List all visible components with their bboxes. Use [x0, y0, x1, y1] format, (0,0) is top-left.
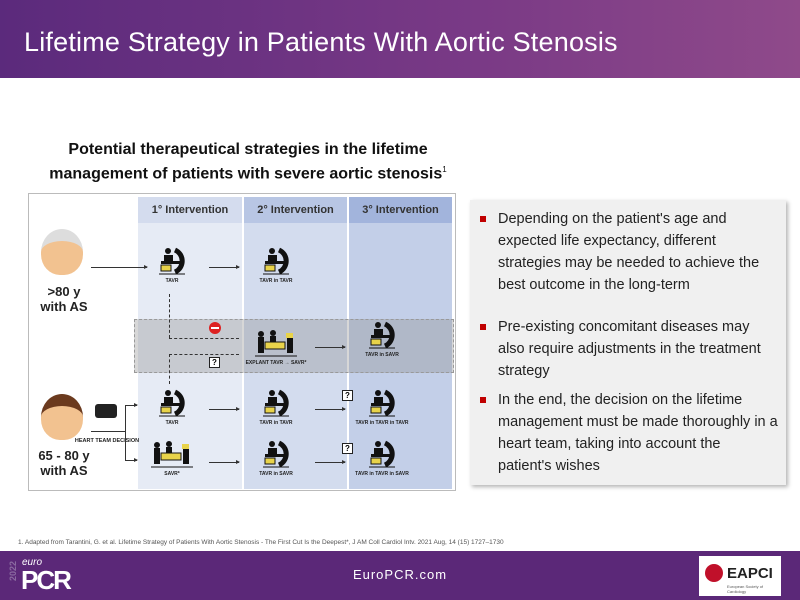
connector	[125, 405, 126, 461]
no-entry-icon	[209, 322, 221, 334]
procedure-label: EXPLANT TAVR → SAVR*	[245, 360, 307, 366]
cath-lab-icon	[155, 388, 189, 418]
middle-aged-patient-icon	[41, 394, 83, 440]
cath-lab-icon	[259, 246, 293, 276]
cath-lab-icon	[259, 439, 293, 469]
cath-lab-icon	[365, 320, 399, 350]
surgery-icon	[253, 328, 297, 358]
question-icon: ?	[209, 357, 220, 368]
column-header-3: 3° Intervention	[349, 197, 452, 223]
heart-team-label: HEART TEAM DECISION	[74, 438, 140, 444]
strategy-figure: 1° Intervention 2° Intervention 3° Inter…	[28, 193, 456, 491]
cath-lab-icon	[259, 388, 293, 418]
heart-logo-icon	[705, 564, 723, 582]
procedure-label: TAVR in SAVR	[365, 352, 399, 358]
procedure-label: SAVR*	[164, 471, 180, 477]
arrow	[315, 460, 346, 464]
procedure-label: TAVR in TAVR	[259, 420, 293, 426]
website-link[interactable]: EuroPCR.com	[352, 567, 448, 582]
figure-title-ref: 1	[442, 165, 447, 174]
figure-title-text: Potential therapeutical strategies in th…	[49, 141, 443, 183]
bullet-point: In the end, the decision on the lifetime…	[480, 389, 778, 477]
procedure-label: TAVR in TAVR	[259, 278, 293, 284]
procedure-label: TAVR	[165, 420, 179, 426]
elderly-patient-icon	[41, 229, 83, 275]
footnote: 1. Adapted from Tarantini, G. et al. Lif…	[18, 539, 504, 546]
column-3	[349, 197, 452, 489]
bullet-point: Pre-existing concomitant diseases may al…	[480, 316, 778, 382]
procedure-label: TAVR	[165, 278, 179, 284]
arrow	[209, 460, 240, 464]
arrow	[209, 407, 240, 411]
bullet-point: Depending on the patient's age and expec…	[480, 208, 778, 296]
arrow	[209, 265, 240, 269]
arrow	[125, 403, 138, 407]
arrow	[91, 265, 148, 269]
procedure-label: TAVR in TAVR in SAVR	[355, 471, 409, 477]
question-icon: ?	[342, 443, 353, 454]
dashed-connector	[169, 354, 170, 384]
question-icon: ?	[342, 390, 353, 401]
procedure-label: TAVR in SAVR	[259, 471, 293, 477]
slide-title: Lifetime Strategy in Patients With Aorti…	[24, 27, 618, 57]
connector	[91, 431, 125, 432]
cath-lab-icon	[365, 388, 399, 418]
key-points-box: Depending on the patient's age and expec…	[470, 200, 786, 485]
dashed-connector	[169, 338, 239, 339]
arrow	[315, 407, 346, 411]
heart-team-icon	[95, 404, 117, 418]
dashed-connector	[169, 294, 170, 338]
slide-header: Lifetime Strategy in Patients With Aorti…	[0, 0, 800, 78]
eapci-logo: EAPCI European Society of Cardiology	[699, 556, 781, 596]
explant-band	[134, 319, 454, 373]
surgery-icon	[149, 439, 193, 469]
column-1	[138, 197, 242, 489]
cath-lab-icon	[365, 439, 399, 469]
procedure-label: TAVR in TAVR in TAVR	[355, 420, 409, 426]
column-header-1: 1° Intervention	[138, 197, 242, 223]
column-header-2: 2° Intervention	[244, 197, 347, 223]
arrow	[315, 345, 346, 349]
cath-lab-icon	[155, 246, 189, 276]
dashed-connector	[169, 354, 239, 355]
figure-title: Potential therapeutical strategies in th…	[28, 140, 468, 184]
footer: 2022 euro PCR EuroPCR.com	[0, 551, 800, 600]
arrow	[125, 458, 138, 462]
